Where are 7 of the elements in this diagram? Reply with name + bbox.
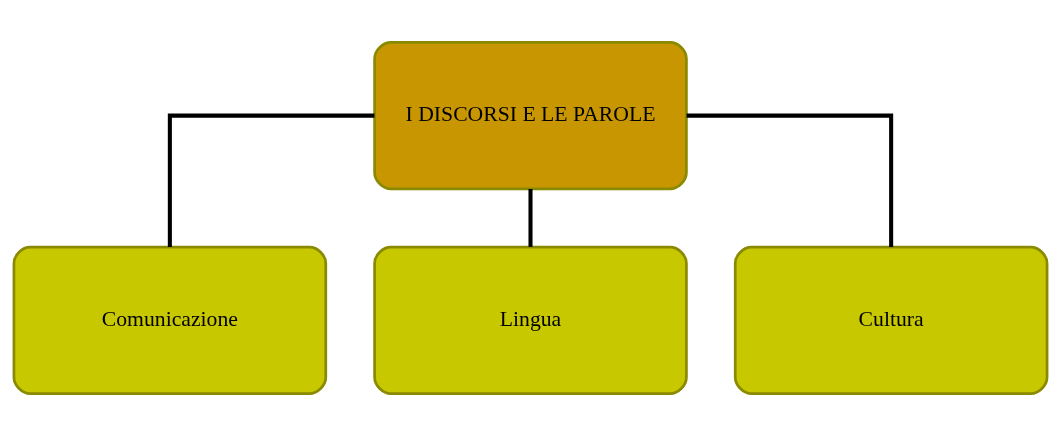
connector bbox=[686, 113, 894, 248]
node-box: I DISCORSI E LE PAROLE bbox=[373, 41, 688, 191]
node-box: Lingua bbox=[373, 245, 688, 395]
node-box: Comunicazione bbox=[12, 245, 328, 395]
connector bbox=[167, 113, 375, 248]
connector bbox=[528, 188, 533, 247]
node-box: Cultura bbox=[733, 245, 1049, 395]
